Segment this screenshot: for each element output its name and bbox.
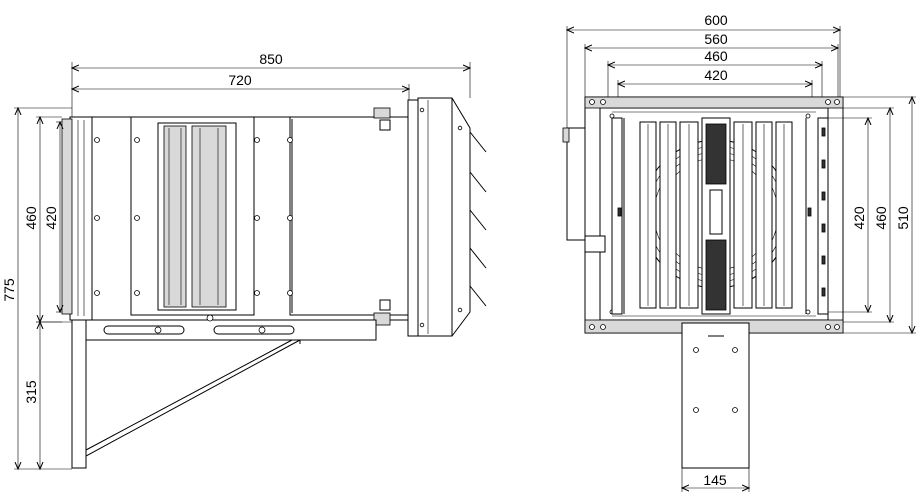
dim-height-outer-label: 460 [23, 206, 39, 230]
side-view: 850 720 [1, 51, 487, 469]
dim-overall-length-label: 850 [259, 51, 283, 67]
dim-width-560: 560 [585, 31, 838, 97]
dim-height-inner-label: 420 [43, 206, 59, 230]
dim-height-510: 510 [843, 97, 916, 333]
frame-bolts [589, 99, 840, 330]
side-box [566, 127, 586, 241]
dim-width-420: 420 [618, 67, 812, 97]
support-post [681, 322, 750, 469]
inlet-flange [61, 118, 73, 315]
dim-width-600: 600 [567, 12, 840, 130]
dim-total-height: 775 [1, 108, 72, 469]
dim-width-460: 460 [608, 48, 822, 97]
dim-width-560-label: 560 [704, 31, 728, 47]
dim-body-length: 720 [72, 72, 409, 100]
dim-total-height-label: 775 [1, 278, 17, 302]
dim-bracket-height-label: 315 [23, 380, 39, 404]
dim-width-600-label: 600 [704, 12, 728, 28]
dim-height-420: 420 [828, 118, 872, 312]
dim-post-width-label: 145 [703, 472, 727, 488]
filter-roll-right [191, 125, 227, 308]
top-hinge [373, 107, 391, 119]
access-door [289, 116, 409, 316]
dim-height-420-label: 420 [851, 206, 867, 230]
motor-column [701, 117, 731, 315]
dim-width-460-label: 460 [704, 48, 728, 64]
filter-roll-left [163, 125, 187, 308]
dim-width-420-label: 420 [704, 67, 728, 83]
fan-unit [407, 97, 487, 337]
wall-bracket [71, 314, 377, 469]
dim-height-outer: 460 [23, 117, 62, 322]
dim-bracket-height: 315 [23, 322, 72, 469]
bottom-hinge [373, 312, 391, 326]
dim-body-length-label: 720 [228, 72, 252, 88]
front-view: 600 560 460 420 [562, 12, 916, 492]
dim-height-460-label: 460 [873, 206, 889, 230]
dim-height-460: 460 [843, 108, 894, 322]
dim-height-inner: 420 [43, 122, 62, 312]
top-flange [584, 96, 844, 109]
dim-overall-length: 850 [72, 51, 470, 118]
filter-cartridges [639, 121, 793, 309]
dim-height-510-label: 510 [895, 206, 911, 230]
rail-holes [617, 127, 826, 297]
housing-bolts [94, 137, 293, 296]
dim-post-width: 145 [682, 468, 749, 492]
